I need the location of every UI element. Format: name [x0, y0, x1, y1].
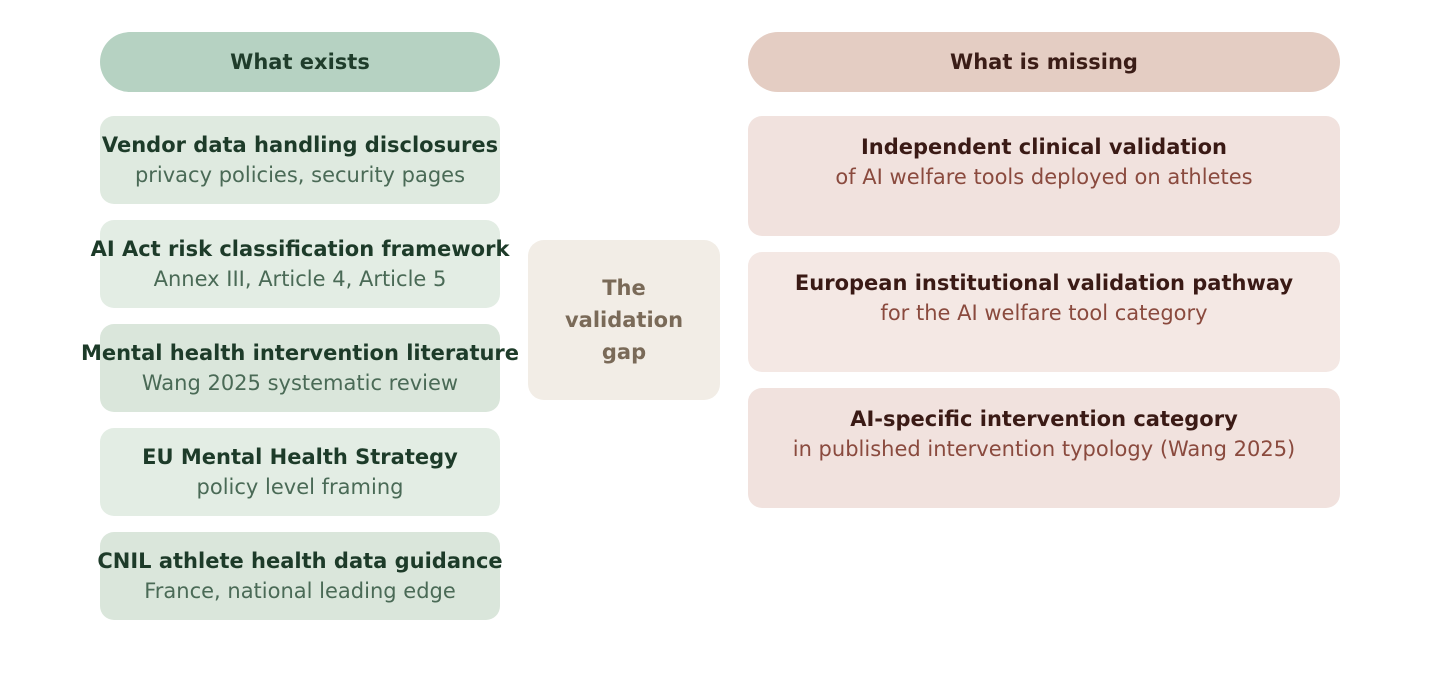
validation-gap-label: The validation gap	[564, 276, 684, 364]
validation-gap-box: The validation gap	[528, 240, 720, 400]
missing-card-subtitle: in published intervention typology (Wang…	[792, 437, 1296, 461]
what-is-missing-header: What is missing	[748, 32, 1340, 92]
exists-card-title: EU Mental Health Strategy	[142, 445, 458, 469]
exists-card-subtitle: Annex III, Article 4, Article 5	[153, 267, 447, 291]
exists-card-title: Vendor data handling disclosures	[101, 133, 499, 157]
missing-card-title: AI-specific intervention category	[850, 407, 1238, 431]
missing-card: European institutional validation pathwa…	[748, 252, 1340, 372]
missing-card-subtitle: of AI welfare tools deployed on athletes	[835, 165, 1253, 189]
exists-card-subtitle: France, national leading edge	[144, 579, 456, 603]
exists-card-title: AI Act risk classification framework	[90, 237, 510, 261]
exists-card: Vendor data handling disclosures privacy…	[100, 116, 500, 204]
exists-card-title: Mental health intervention literature	[80, 341, 520, 365]
exists-card-subtitle: privacy policies, security pages	[134, 163, 466, 187]
exists-card: EU Mental Health Strategy policy level f…	[100, 428, 500, 516]
exists-card-subtitle: Wang 2025 systematic review	[141, 371, 459, 395]
exists-card: Mental health intervention literature Wa…	[81, 324, 519, 412]
exists-card: CNIL athlete health data guidance France…	[97, 532, 503, 620]
missing-card-title: European institutional validation pathwa…	[794, 271, 1294, 295]
what-exists-header: What exists	[100, 32, 500, 92]
exists-card-subtitle: policy level framing	[196, 475, 404, 499]
missing-card: Independent clinical validation of AI we…	[748, 116, 1340, 236]
missing-card: AI-specific intervention category in pub…	[748, 388, 1340, 508]
missing-card-subtitle: for the AI welfare tool category	[880, 301, 1208, 325]
missing-card-title: Independent clinical validation	[860, 135, 1228, 159]
exists-card-title: CNIL athlete health data guidance	[97, 549, 503, 573]
exists-card: AI Act risk classification framework Ann…	[91, 220, 509, 308]
